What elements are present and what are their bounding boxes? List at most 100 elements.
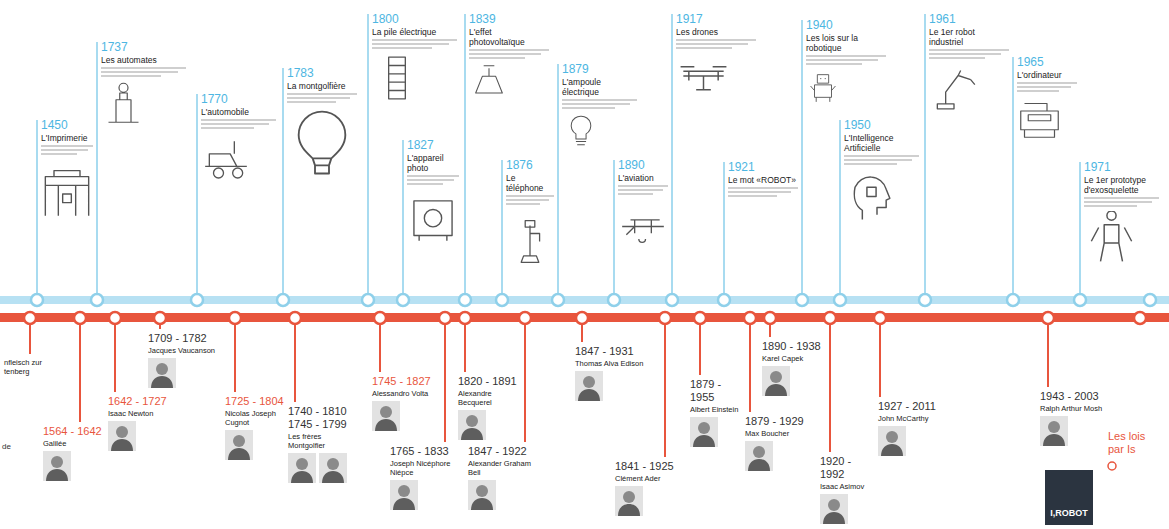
body-text-placeholder	[844, 159, 912, 161]
event-card: 1800La pile électrique	[372, 12, 457, 103]
event-year: 1450	[41, 118, 93, 132]
portrait	[575, 371, 603, 401]
person-name: Alessandro Volta	[372, 389, 432, 398]
event-card: 1950L'Intelligence Artificielle	[844, 118, 919, 224]
event-card: 1876Le téléphone	[506, 158, 554, 274]
person-name: nfleisch zur tenberg	[4, 358, 64, 376]
person-card: 1847 - 1931Thomas Alva Edison	[575, 345, 645, 401]
event-title: La pile électrique	[372, 27, 457, 37]
person-years: 1745 - 1827	[372, 375, 432, 388]
person-name: Galilée	[43, 439, 103, 448]
event-title: L'ordinateur	[1017, 70, 1077, 80]
body-text-placeholder	[201, 123, 269, 125]
event-year: 1971	[1084, 160, 1159, 174]
person-name: Jacques Vaucanson	[148, 346, 218, 355]
person-card: 1745 - 1827Alessandro Volta	[372, 375, 432, 431]
portrait	[762, 366, 790, 396]
body-text-placeholder	[41, 149, 88, 151]
person-years: 1847 - 1931	[575, 345, 645, 358]
body-text-placeholder	[676, 47, 732, 49]
person-name: Karel Capek	[762, 354, 822, 363]
event-year: 1950	[844, 118, 919, 132]
body-text-placeholder	[1084, 205, 1137, 207]
event-card: 1971Le 1er prototype d'exosquelette	[1084, 160, 1159, 266]
event-card: 1827L'appareil photo	[407, 138, 459, 244]
person-card: 1879 - 1955Albert Einstein	[690, 378, 740, 447]
body-text-placeholder	[562, 103, 630, 105]
event-card: 1879L'ampoule électrique	[562, 62, 637, 151]
person-years: 1879 - 1955	[690, 378, 740, 404]
body-text-placeholder	[41, 145, 93, 147]
portrait	[372, 401, 400, 431]
event-card: 1783La montgolfière	[287, 66, 357, 177]
person-card: 1740 - 18101745 - 1799Les frères Montgol…	[288, 405, 348, 483]
event-year: 1879	[562, 62, 637, 76]
event-title: Le mot «ROBOT»	[728, 175, 798, 185]
body-text-placeholder	[287, 101, 336, 103]
event-title: Les drones	[676, 27, 756, 37]
body-text-placeholder	[407, 179, 454, 181]
event-card: 1450L'Imprimerie	[41, 118, 93, 229]
illustration	[201, 133, 276, 183]
person-card: 1642 - 1727Isaac Newton	[108, 395, 168, 451]
illustration	[562, 113, 637, 151]
body-text-placeholder	[562, 107, 615, 109]
illustration	[101, 81, 186, 126]
top-timeline-bar	[0, 296, 1169, 304]
event-title: L'effet photovoltaïque	[469, 27, 549, 47]
body-text-placeholder	[407, 175, 459, 177]
body-text-placeholder	[806, 63, 862, 65]
person-years: 1927 - 2011	[878, 400, 958, 413]
portrait	[745, 441, 773, 471]
person-years: 1890 - 1938	[762, 340, 822, 353]
person-card: 1841 - 1925Clément Ader	[615, 460, 690, 516]
portrait	[468, 480, 496, 510]
event-year: 1876	[506, 158, 554, 172]
body-text-placeholder	[618, 189, 663, 191]
portrait	[615, 486, 643, 516]
portrait	[1040, 416, 1068, 446]
illustration	[1017, 96, 1077, 141]
event-title: L'appareil photo	[407, 153, 459, 173]
event-title: L'Imprimerie	[41, 133, 93, 143]
event-card: 1770L'automobile	[201, 92, 276, 183]
body-text-placeholder	[372, 43, 449, 45]
illustration	[287, 107, 357, 177]
person-card: nfleisch zur tenberg	[4, 357, 64, 376]
body-text-placeholder	[41, 153, 77, 155]
body-text-placeholder	[929, 57, 985, 59]
event-year: 1800	[372, 12, 457, 26]
person-years: 1765 - 1833	[390, 445, 455, 458]
portrait	[108, 421, 136, 451]
person-name: Thomas Alva Edison	[575, 359, 645, 368]
portrait	[43, 451, 71, 481]
person-name: Les frères Montgolfier	[288, 432, 348, 450]
body-text-placeholder	[287, 97, 350, 99]
person-name: John McCarthy	[878, 414, 958, 423]
event-card: 1965L'ordinateur	[1017, 55, 1077, 141]
body-text-placeholder	[1017, 90, 1059, 92]
event-year: 1890	[618, 158, 668, 172]
person-card: 1564 - 1642Galilée	[43, 425, 103, 481]
person-years: 1564 - 1642	[43, 425, 103, 438]
person-card: 1820 - 1891Alexandre Becquerel	[458, 375, 518, 440]
cut-label: de	[2, 442, 11, 452]
event-year: 1961	[929, 12, 1009, 26]
person-years: 1709 - 1782	[148, 332, 218, 345]
person-years: 1847 - 1922	[468, 445, 538, 458]
body-text-placeholder	[618, 185, 668, 187]
body-text-placeholder	[1017, 82, 1077, 84]
event-title: Les automates	[101, 55, 186, 65]
person-years: 1740 - 1810	[288, 405, 348, 418]
event-card: 1961Le 1er robot industriel	[929, 12, 1009, 113]
event-year: 1965	[1017, 55, 1077, 69]
person-years: 1745 - 1799	[288, 418, 348, 431]
body-text-placeholder	[469, 49, 549, 51]
poster-title: I,ROBOT	[1045, 470, 1093, 525]
illustration	[929, 63, 1009, 113]
illustration	[41, 159, 93, 229]
event-title: La montgolfière	[287, 81, 357, 91]
body-text-placeholder	[506, 195, 554, 197]
person-card: 1765 - 1833Joseph Nicéphore Niépce	[390, 445, 455, 510]
body-text-placeholder	[506, 199, 549, 201]
